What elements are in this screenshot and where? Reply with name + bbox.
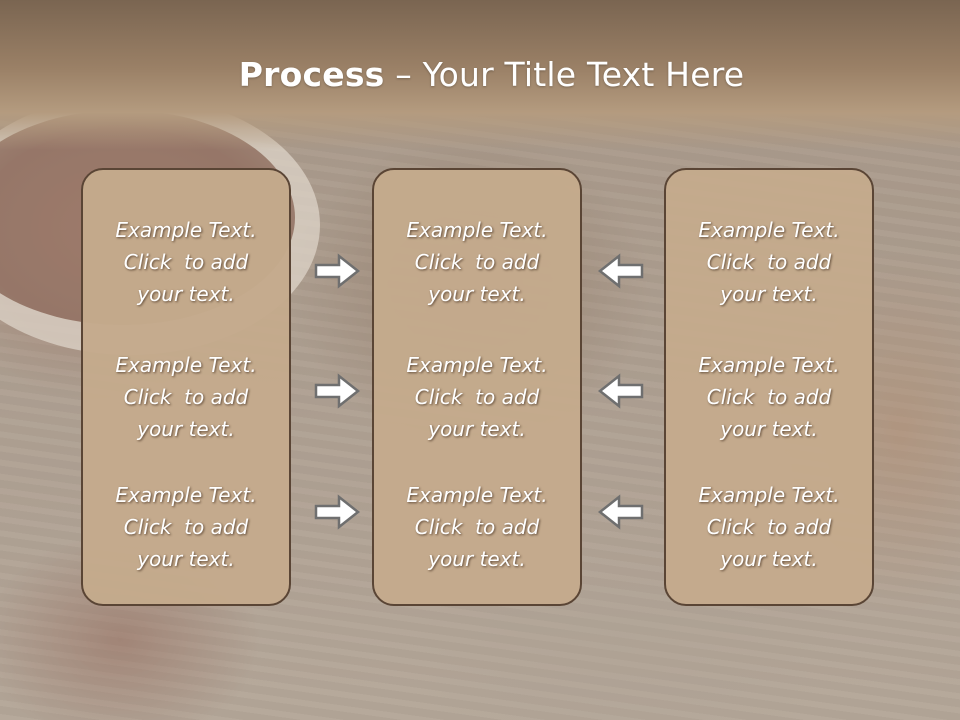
item-line: your text.	[428, 282, 526, 306]
text-item[interactable]: Example Text. Click to add your text.	[374, 214, 580, 310]
title-bold: Process	[238, 55, 385, 94]
process-box-middle[interactable]: Example Text. Click to add your text. Ex…	[372, 168, 582, 606]
arrow-left-icon	[597, 494, 644, 530]
item-line: Example Text.	[115, 353, 257, 377]
item-line: Click to add	[123, 515, 249, 539]
item-line: Click to add	[123, 250, 249, 274]
arrow-right-icon	[314, 373, 361, 409]
title-text: – Your Title Text Here	[384, 55, 745, 94]
item-line: your text.	[720, 417, 818, 441]
item-line: Click to add	[414, 515, 540, 539]
arrow-left-icon	[597, 373, 644, 409]
text-item[interactable]: Example Text. Click to add your text.	[666, 349, 872, 445]
item-line: Example Text.	[698, 353, 840, 377]
item-line: Example Text.	[115, 483, 257, 507]
item-line: Example Text.	[698, 218, 840, 242]
item-line: Click to add	[706, 385, 832, 409]
arrow-right-icon	[314, 494, 361, 530]
text-item[interactable]: Example Text. Click to add your text.	[666, 479, 872, 575]
item-line: your text.	[428, 547, 526, 571]
text-item[interactable]: Example Text. Click to add your text.	[83, 349, 289, 445]
item-line: Example Text.	[406, 483, 548, 507]
process-box-right[interactable]: Example Text. Click to add your text. Ex…	[664, 168, 874, 606]
slide-title[interactable]: Process – Your Title Text Here	[0, 52, 960, 98]
item-line: your text.	[137, 547, 235, 571]
text-item[interactable]: Example Text. Click to add your text.	[83, 214, 289, 310]
text-item[interactable]: Example Text. Click to add your text.	[666, 214, 872, 310]
arrow-right-icon	[314, 253, 361, 289]
item-line: Click to add	[706, 250, 832, 274]
item-line: your text.	[720, 282, 818, 306]
item-line: Click to add	[123, 385, 249, 409]
item-line: your text.	[137, 417, 235, 441]
item-line: Click to add	[414, 385, 540, 409]
process-box-left[interactable]: Example Text. Click to add your text. Ex…	[81, 168, 291, 606]
text-item[interactable]: Example Text. Click to add your text.	[83, 479, 289, 575]
arrow-left-icon	[597, 253, 644, 289]
item-line: Example Text.	[406, 218, 548, 242]
item-line: Example Text.	[406, 353, 548, 377]
text-item[interactable]: Example Text. Click to add your text.	[374, 349, 580, 445]
item-line: Click to add	[414, 250, 540, 274]
title-banner	[0, 0, 960, 150]
item-line: your text.	[720, 547, 818, 571]
item-line: your text.	[428, 417, 526, 441]
item-line: Click to add	[706, 515, 832, 539]
item-line: your text.	[137, 282, 235, 306]
item-line: Example Text.	[698, 483, 840, 507]
text-item[interactable]: Example Text. Click to add your text.	[374, 479, 580, 575]
item-line: Example Text.	[115, 218, 257, 242]
